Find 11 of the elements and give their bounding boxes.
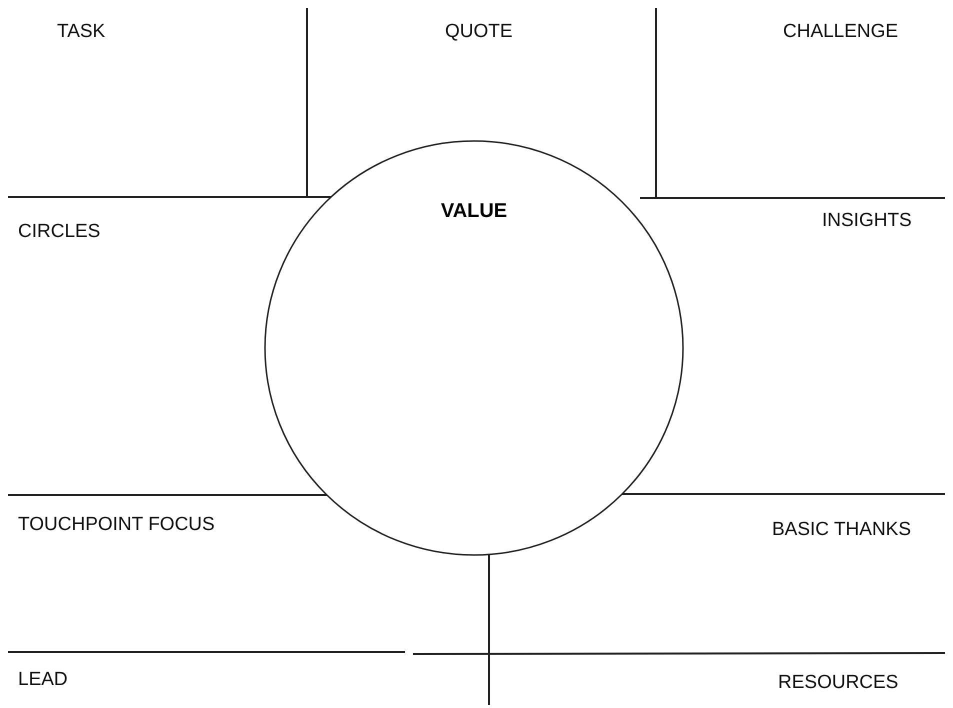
section-label: QUOTE: [445, 21, 513, 43]
section-label: BASIC THANKS: [772, 519, 912, 541]
section-label: RESOURCES: [778, 672, 898, 694]
section-label: CIRCLES: [18, 221, 100, 243]
section-label: INSIGHTS: [822, 210, 912, 232]
section-label: TASK: [57, 21, 106, 43]
circle-heading: VALUE: [440, 200, 508, 223]
section-label: LEAD: [18, 669, 68, 691]
value-circle: [264, 140, 684, 556]
section-label: CHALLENGE: [783, 21, 898, 43]
section-label: TOUCHPOINT FOCUS: [18, 514, 215, 536]
